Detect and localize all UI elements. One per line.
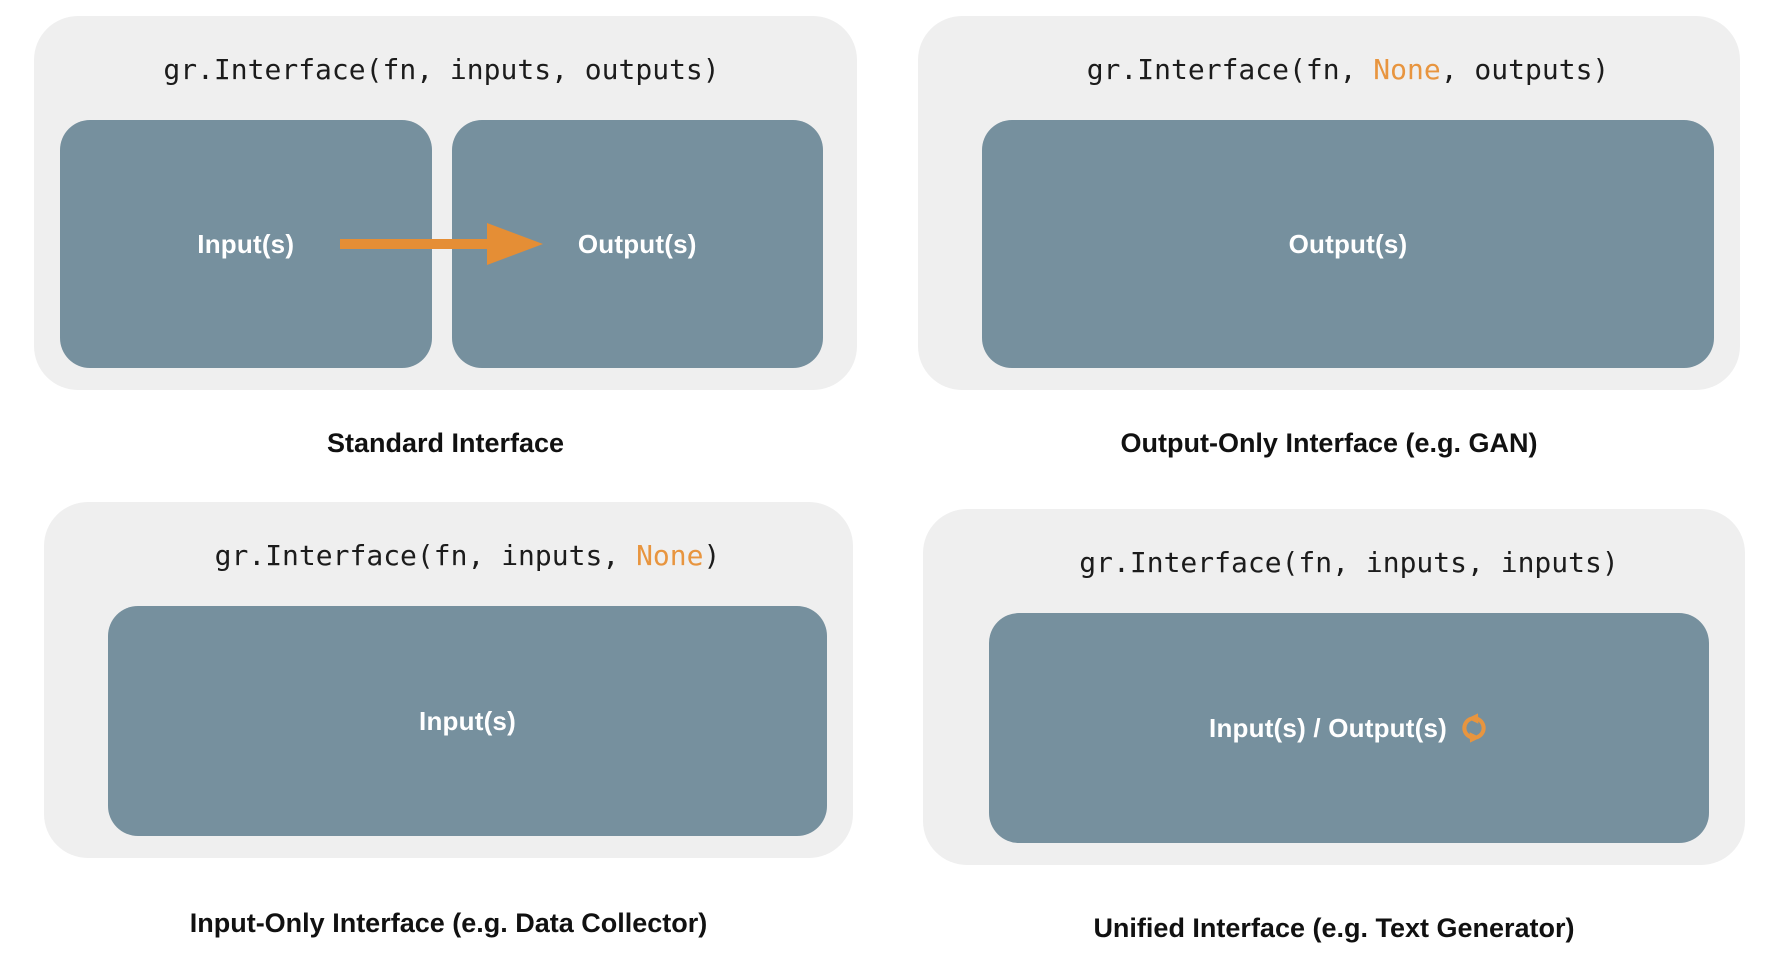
boxes-row: Input(s) / Output(s): [989, 613, 1709, 843]
code-text: ): [703, 539, 721, 572]
output-box-label: Output(s): [577, 228, 697, 259]
code-snippet: gr.Interface(fn, inputs, outputs): [60, 50, 823, 90]
code-snippet: gr.Interface(fn, None, outputs): [982, 50, 1714, 90]
panel-caption: Output-Only Interface (e.g. GAN): [1120, 428, 1538, 458]
panel-unified-interface: gr.Interface(fn, inputs, inputs) Input(s…: [923, 509, 1745, 865]
input-output-box: Input(s) / Output(s): [989, 613, 1709, 843]
panel-caption: Input-Only Interface (e.g. Data Collecto…: [189, 908, 708, 938]
panel-output-only-interface: gr.Interface(fn, None, outputs) Output(s…: [918, 16, 1740, 390]
code-highlight-none: None: [1373, 53, 1441, 86]
input-box-label: Input(s): [197, 228, 295, 259]
code-text: gr.Interface(fn, inputs,: [214, 539, 637, 572]
input-box: Input(s): [108, 606, 827, 836]
code-highlight-none: None: [636, 539, 704, 572]
input-output-box-label: Input(s) / Output(s): [1209, 712, 1447, 743]
boxes-row: Input(s): [108, 606, 827, 836]
boxes-row: Output(s): [982, 120, 1714, 368]
code-text: , outputs): [1440, 53, 1610, 86]
code-text: gr.Interface(fn, inputs, inputs): [1079, 546, 1619, 579]
output-box: Output(s): [451, 120, 823, 368]
panel-input-only-interface: gr.Interface(fn, inputs, None) Input(s): [44, 502, 853, 858]
code-snippet: gr.Interface(fn, inputs, inputs): [989, 543, 1709, 583]
panel-caption: Unified Interface (e.g. Text Generator): [1093, 913, 1575, 943]
input-box: Input(s): [60, 120, 432, 368]
output-box: Output(s): [982, 120, 1714, 368]
code-text: gr.Interface(fn, inputs, outputs): [163, 53, 720, 86]
output-box-label: Output(s): [1288, 228, 1408, 259]
code-snippet: gr.Interface(fn, inputs, None): [108, 536, 827, 576]
panel-standard-interface: gr.Interface(fn, inputs, outputs) Input(…: [34, 16, 857, 390]
panel-caption: Standard Interface: [326, 428, 565, 458]
input-box-label: Input(s): [419, 705, 516, 736]
code-text: gr.Interface(fn,: [1086, 53, 1374, 86]
boxes-row: Input(s) Output(s): [60, 120, 823, 368]
sync-icon: [1462, 713, 1486, 743]
